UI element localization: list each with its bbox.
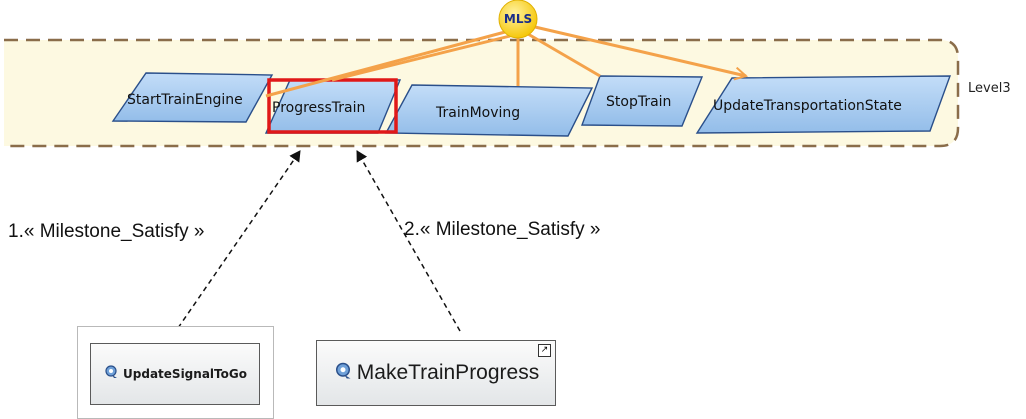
- component-gear-icon: [333, 361, 353, 385]
- component-update-signal-to-go[interactable]: UpdateSignalToGo: [90, 343, 260, 405]
- mls-link-arrow: [534, 25, 746, 76]
- link-label-2: 2.« Milestone_Satisfy »: [404, 219, 600, 240]
- mls-node[interactable]: MLS: [498, 0, 538, 39]
- task-progress-train[interactable]: ProgressTrain: [264, 79, 402, 134]
- component-gear-icon: [103, 364, 119, 384]
- mls-links: [265, 25, 746, 98]
- mls-link: [527, 32, 601, 78]
- task-stop-train[interactable]: StopTrain: [581, 75, 704, 127]
- component-label: MakeTrainProgress: [356, 361, 540, 384]
- component-label: UpdateSignalToGo: [123, 367, 247, 381]
- task-start-train-engine[interactable]: StartTrainEngine: [111, 72, 274, 123]
- task-label: TrainMoving: [435, 105, 520, 121]
- task-label: ProgressTrain: [272, 100, 365, 116]
- task-train-moving[interactable]: TrainMoving: [384, 84, 594, 137]
- mls-label: MLS: [504, 12, 532, 26]
- link-label-1: 1.« Milestone_Satisfy »: [8, 221, 204, 242]
- milestone-satisfy-link-2[interactable]: [356, 150, 461, 332]
- task-update-transportation-state[interactable]: UpdateTransportationState: [695, 75, 952, 134]
- level-label: Level3: [968, 81, 1011, 96]
- task-label: UpdateTransportationState: [713, 98, 902, 114]
- component-make-train-progress[interactable]: MakeTrainProgress ↗: [316, 340, 556, 406]
- external-link-icon[interactable]: ↗: [538, 344, 551, 357]
- component-update-signal-to-go-frame: UpdateSignalToGo: [77, 326, 274, 419]
- task-label: StopTrain: [606, 94, 671, 110]
- component-make-train-progress-frame: MakeTrainProgress ↗: [316, 340, 556, 406]
- mls-link: [331, 34, 511, 82]
- task-label: StartTrainEngine: [127, 92, 243, 108]
- mls-link: [265, 30, 506, 98]
